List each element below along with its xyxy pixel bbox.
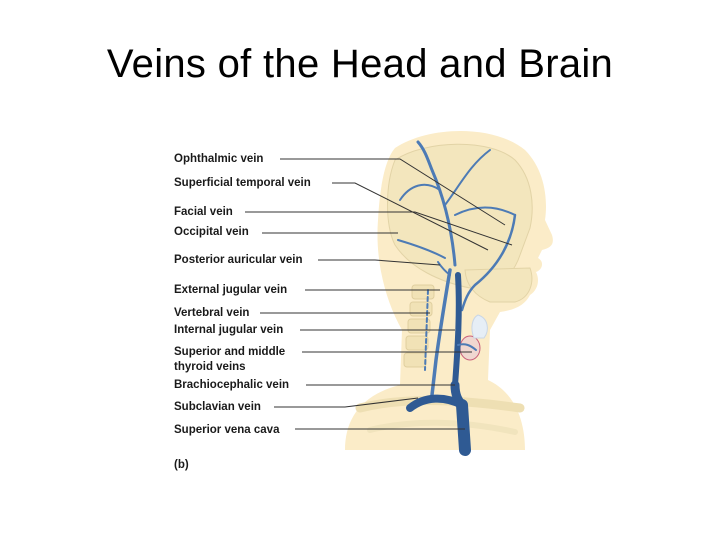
slide-title: Veins of the Head and Brain xyxy=(106,42,614,86)
label-posterior-auricular-vein: Posterior auricular vein xyxy=(174,254,303,266)
label-superior-vena-cava: Superior vena cava xyxy=(174,424,280,436)
temporal-branch-2 xyxy=(399,183,441,201)
panel-label: (b) xyxy=(174,459,189,471)
occipital-vein-shape xyxy=(397,239,446,259)
vertebral-vein-shape xyxy=(424,289,429,371)
label-superficial-temporal-vein: Superficial temporal vein xyxy=(174,177,311,189)
thyroid-gland xyxy=(459,335,481,361)
veins xyxy=(397,140,517,456)
jaw xyxy=(464,267,533,303)
label-subclavian-vein: Subclavian vein xyxy=(174,401,261,413)
label-occipital-vein: Occipital vein xyxy=(174,226,249,238)
label-vertebral-vein: Vertebral vein xyxy=(174,307,250,319)
external-jugular-vein-shape xyxy=(430,268,452,397)
label-ophthalmic-vein: Ophthalmic vein xyxy=(174,153,264,165)
label-external-jugular-vein: External jugular vein xyxy=(174,284,288,296)
label-internal-jugular-vein: Internal jugular vein xyxy=(174,324,284,336)
facial-vein-shape xyxy=(460,213,517,312)
label-brachiocephalic-vein: Brachiocephalic vein xyxy=(174,379,290,391)
thyroid-vein-shape xyxy=(457,343,477,351)
label-thyroid-veins-line1: Superior and middle xyxy=(174,346,286,358)
larynx xyxy=(471,314,488,339)
rib xyxy=(367,419,518,435)
superior-vena-cava-shape xyxy=(456,399,471,456)
leader-lines xyxy=(245,158,513,430)
label-facial-vein: Facial vein xyxy=(174,206,233,218)
internal-jugular-vein-shape xyxy=(452,272,462,388)
superficial-temporal-vein-shape xyxy=(416,140,457,267)
temporal-branch xyxy=(444,149,491,206)
label-thyroid-veins-line2: thyroid veins xyxy=(174,361,246,373)
ophthalmic-vein-shape xyxy=(454,206,516,216)
